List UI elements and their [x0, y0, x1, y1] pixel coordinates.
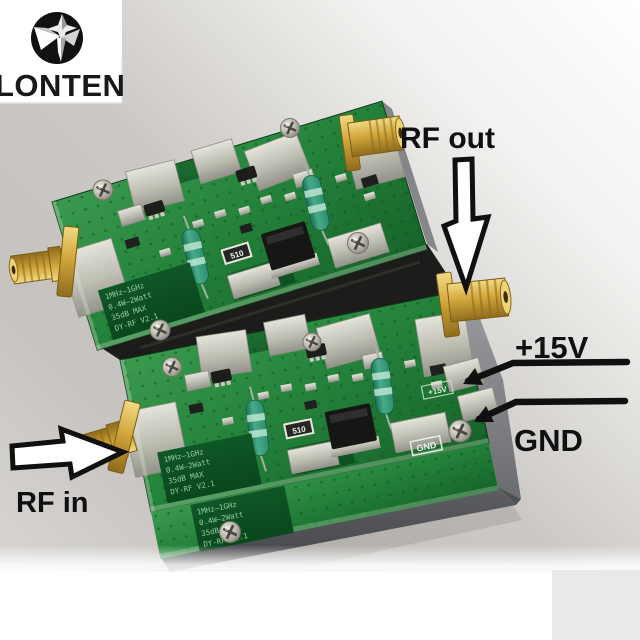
- bottom-right-gray-tint: [552, 570, 640, 640]
- inter-board-shadow-gap: [97, 244, 458, 360]
- rf-out-label: RF out: [400, 122, 495, 155]
- supply-label: +15V: [515, 330, 589, 365]
- rf-out-annotation: RF out: [400, 122, 495, 296]
- bottom-base-corner: [498, 487, 521, 505]
- supply-annotation: +15V: [463, 330, 631, 385]
- rf-in-label: RF in: [16, 487, 89, 519]
- brand-logo-block: LONTEN: [0, 0, 125, 104]
- ground-annotation: GND: [474, 397, 629, 458]
- sma-connector-rf-out: [435, 271, 512, 338]
- sma-connector-top-left: [8, 225, 80, 298]
- sma-connector-top-right: [338, 113, 406, 172]
- gap-highlight: [139, 260, 421, 350]
- supply-pad-silkscreen: +15V: [420, 379, 455, 400]
- gnd-pad-silkscreen: GND: [409, 434, 444, 457]
- ground-pointer-arrowhead-icon: [474, 406, 494, 422]
- gnd-pad-label: GND: [416, 440, 438, 454]
- ground-pointer-line: [475, 397, 629, 423]
- lonten-bird-logo-icon: [31, 12, 83, 64]
- bottom-white-area: [0, 572, 640, 640]
- rf-in-arrow-icon: [9, 425, 130, 481]
- brand-name: LONTEN: [0, 68, 125, 103]
- supply-pointer-arrowhead-icon: [463, 368, 483, 385]
- supply-pointer-line: [464, 358, 631, 385]
- supply-pad-label: +15V: [427, 384, 448, 397]
- ground-label: GND: [514, 423, 583, 458]
- rf-out-arrow-icon: [440, 156, 492, 296]
- rf-in-annotation: RF in: [9, 425, 130, 519]
